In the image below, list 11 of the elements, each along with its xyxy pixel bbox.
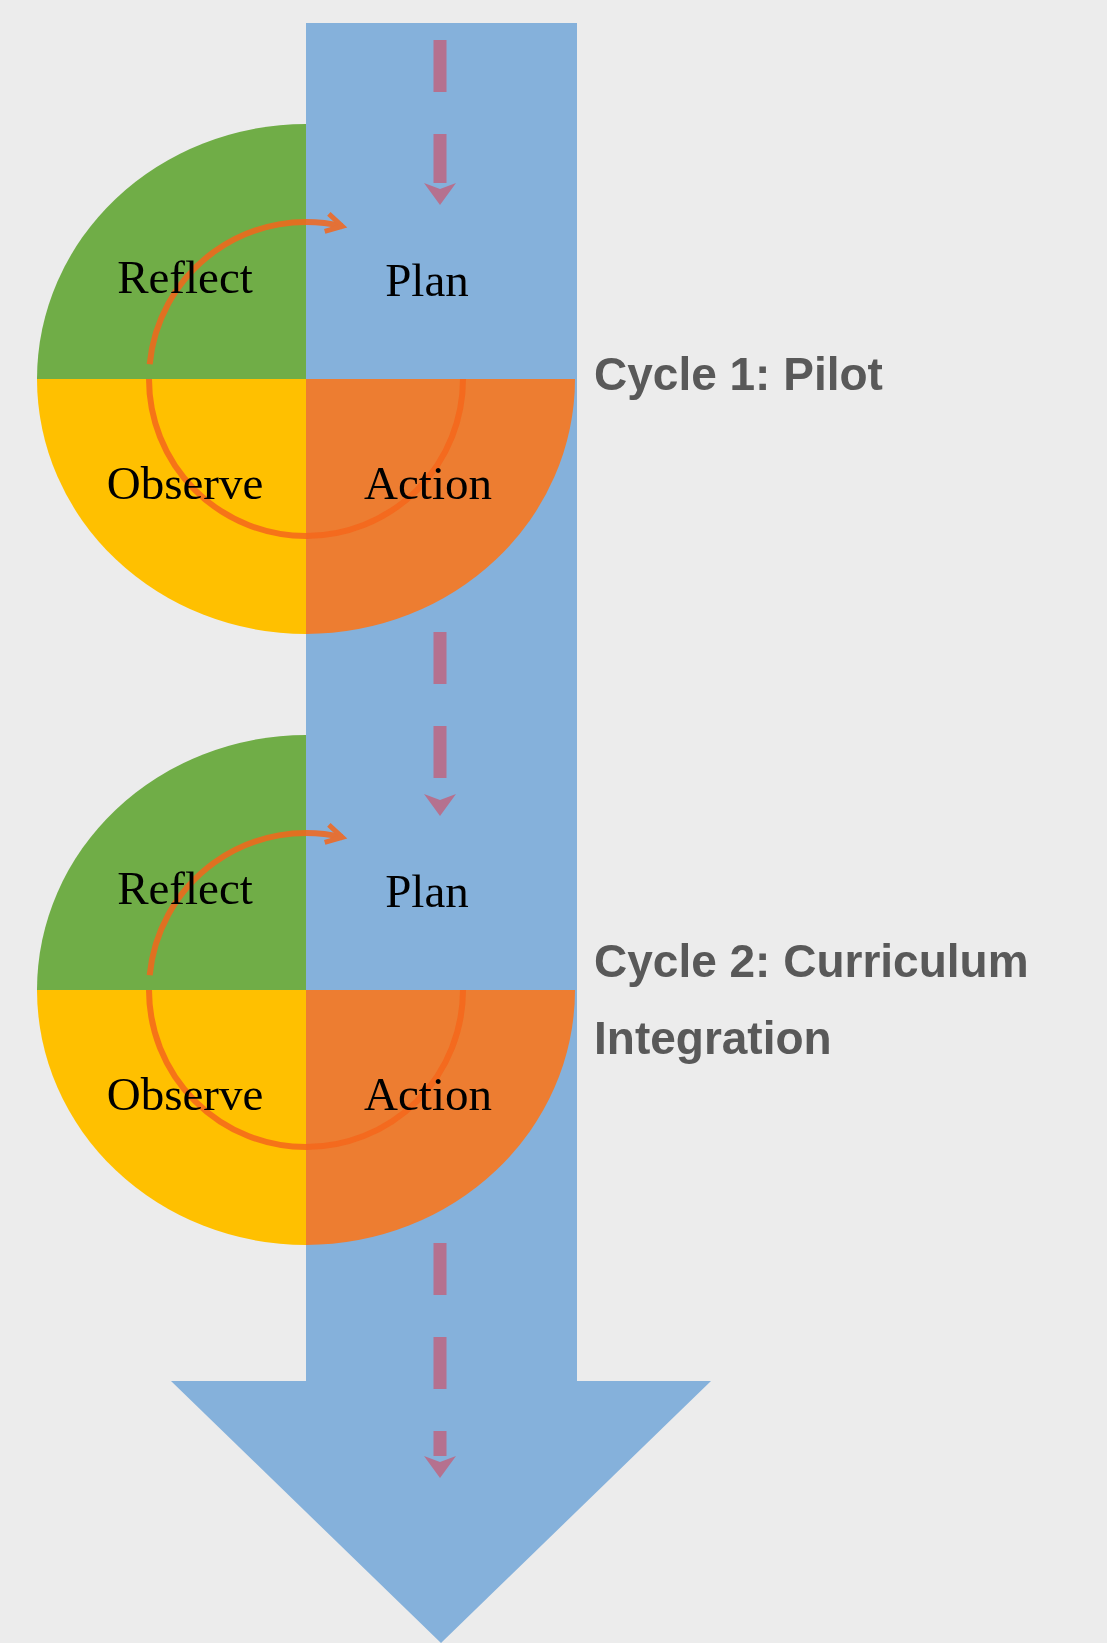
- dashed-arrow: [424, 1243, 456, 1478]
- cycle-label: Cycle 1: Pilot: [594, 347, 884, 402]
- stage-label: Plan: [385, 866, 469, 918]
- stage-label: Action: [364, 1069, 492, 1121]
- cycle-label: Cycle 2: Curriculum Integration: [594, 934, 1030, 1066]
- dashed-arrow: [424, 40, 456, 205]
- dashed-arrow: [424, 632, 456, 816]
- stage-label: Observe: [106, 458, 264, 510]
- stage-label: Action: [364, 458, 492, 510]
- stage-label: Observe: [106, 1069, 264, 1121]
- stage-label: Plan: [385, 255, 469, 307]
